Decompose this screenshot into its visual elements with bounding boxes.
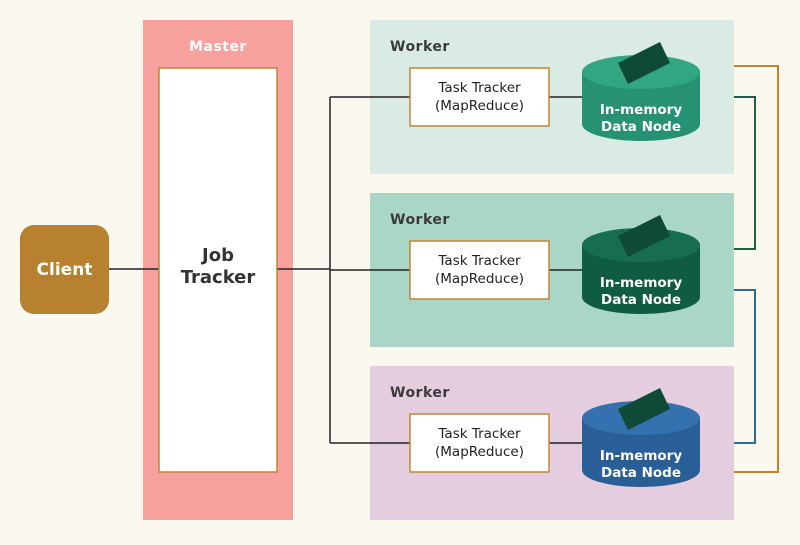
data-node-tab-icon-2 bbox=[618, 215, 670, 257]
ring-link-2-3 bbox=[733, 289, 756, 444]
data-node-cylinder-body-1 bbox=[582, 72, 700, 141]
task-tracker-box-1 bbox=[409, 67, 550, 127]
job-tracker-box bbox=[158, 67, 278, 473]
task-tracker-label-2-line1: Task Tracker bbox=[437, 253, 521, 269]
data-node-1: In-memory Data Node bbox=[582, 42, 700, 141]
client-label: Client bbox=[37, 260, 93, 280]
ring-link-1-2 bbox=[733, 96, 756, 250]
data-node-label-2-line1: In-memory bbox=[600, 275, 682, 291]
task-tracker-label-3-line1: Task Tracker bbox=[437, 426, 521, 442]
connectors bbox=[108, 96, 582, 444]
master-title: Master bbox=[189, 39, 247, 55]
data-node-label-2-line2: Data Node bbox=[601, 292, 681, 308]
task-tracker-label-1-line2: (MapReduce) bbox=[435, 98, 524, 114]
worker-title-1: Worker bbox=[390, 39, 450, 55]
ring-link-outer bbox=[733, 65, 779, 473]
data-node-tab-icon-3 bbox=[618, 388, 670, 430]
data-node-label-3-line2: Data Node bbox=[601, 465, 681, 481]
data-node-cylinder-body-2 bbox=[582, 245, 700, 314]
data-node-tab-icon-1 bbox=[618, 42, 670, 84]
data-node-label-1-line2: Data Node bbox=[601, 119, 681, 135]
data-node-label-3-line1: In-memory bbox=[600, 448, 682, 464]
task-tracker-label-1-line1: Task Tracker bbox=[437, 80, 521, 96]
task-tracker-label-3-line2: (MapReduce) bbox=[435, 444, 524, 460]
job-tracker-label-line1: Job bbox=[200, 245, 234, 266]
client-node bbox=[20, 225, 109, 314]
worker-title-3: Worker bbox=[390, 385, 450, 401]
data-node-cylinder-body-3 bbox=[582, 418, 700, 487]
worker-title-2: Worker bbox=[390, 212, 450, 228]
job-tracker-label-line2: Tracker bbox=[181, 267, 256, 288]
task-tracker-box-2 bbox=[409, 240, 550, 300]
task-tracker-label-2-line2: (MapReduce) bbox=[435, 271, 524, 287]
data-node-3: In-memory Data Node bbox=[582, 388, 700, 487]
data-node-label-1-line1: In-memory bbox=[600, 102, 682, 118]
task-tracker-box-3 bbox=[409, 413, 550, 473]
data-node-2: In-memory Data Node bbox=[582, 215, 700, 314]
